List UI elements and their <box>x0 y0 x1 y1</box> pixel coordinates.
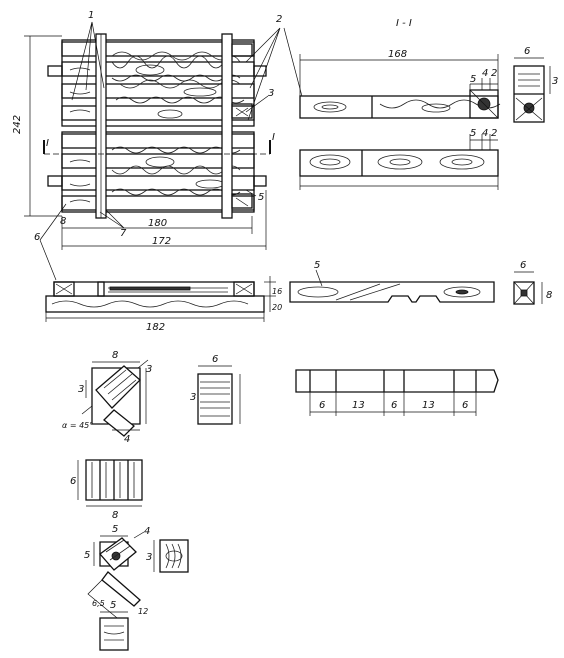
dim-3-block: 3 <box>78 384 84 395</box>
dim-2b: 2 <box>491 128 497 139</box>
dim-8-block: 8 <box>112 350 118 361</box>
segment-strip <box>295 369 499 416</box>
small-corner-detail <box>87 531 145 623</box>
dim-5b: 5 <box>470 128 476 139</box>
dim-6-end-mid: 6 <box>520 260 526 271</box>
plan-view <box>24 21 305 281</box>
dim-4b: 4 <box>482 128 488 139</box>
side-elevation <box>45 276 276 322</box>
seg-5: 6 <box>462 400 468 411</box>
small-block-side <box>153 539 189 573</box>
dim-4-block: 4 <box>124 434 130 445</box>
seg-4: 13 <box>422 400 435 411</box>
profile-board <box>289 269 495 303</box>
seg-2: 13 <box>352 400 365 411</box>
bottom-block <box>99 611 129 651</box>
dim-6-plank: 6 <box>70 476 76 487</box>
dim-5-bottom: 5 <box>110 600 116 611</box>
callout-6: 6 <box>34 232 40 243</box>
dim-172: 172 <box>152 236 171 247</box>
corner-block-detail <box>81 359 149 437</box>
dim-16: 16 <box>272 287 282 296</box>
dim-6-5: 6,5 <box>92 599 105 608</box>
labels: 1 2 3 5 7 8 6 I I I - I 5 3 4 242 180 17… <box>12 10 558 616</box>
callout-3-block: 3 <box>146 364 152 375</box>
dim-182: 182 <box>146 322 165 333</box>
section-mark-right: I <box>272 132 275 143</box>
crossbar-right <box>221 33 233 219</box>
dim-8-plank: 8 <box>112 510 118 521</box>
dim-8-end-mid: 8 <box>546 290 552 301</box>
dim-3-end: 3 <box>552 76 558 87</box>
dim-4a: 4 <box>482 68 488 79</box>
callout-8: 8 <box>60 216 66 227</box>
dim-6-side: 6 <box>212 354 218 365</box>
dim-angle: α = 45° <box>62 421 93 430</box>
callout-3: 3 <box>268 88 274 99</box>
callout-4: 4 <box>144 526 150 537</box>
callout-7: 7 <box>120 228 127 239</box>
dim-5-corner-side: 5 <box>84 550 90 561</box>
end-view-mid <box>513 271 543 305</box>
dim-3-corner-side: 3 <box>146 552 152 563</box>
section-title: I - I <box>396 18 412 29</box>
seg-3: 6 <box>391 400 397 411</box>
dim-12: 12 <box>138 607 148 616</box>
dim-2a: 2 <box>491 68 497 79</box>
dim-6-end-top: 6 <box>524 46 530 57</box>
dim-242: 242 <box>12 115 23 134</box>
callout-2: 2 <box>276 14 282 25</box>
dim-5a: 5 <box>470 74 476 85</box>
dim-180: 180 <box>148 218 167 229</box>
dim-3-side: 3 <box>190 392 196 403</box>
section-board-lower <box>299 149 499 177</box>
callout-1: 1 <box>88 10 94 21</box>
block-side-view <box>197 365 241 425</box>
dim-20: 20 <box>272 303 282 312</box>
dim-5-corner: 5 <box>112 524 118 535</box>
section-mark-left: I <box>46 138 49 149</box>
dim-168: 168 <box>388 49 407 60</box>
callout-5-profile: 5 <box>314 260 320 271</box>
section-view <box>299 54 501 190</box>
plank-detail <box>77 459 143 507</box>
callout-5: 5 <box>258 192 264 203</box>
seg-1: 6 <box>319 400 325 411</box>
end-view-top <box>513 57 551 123</box>
